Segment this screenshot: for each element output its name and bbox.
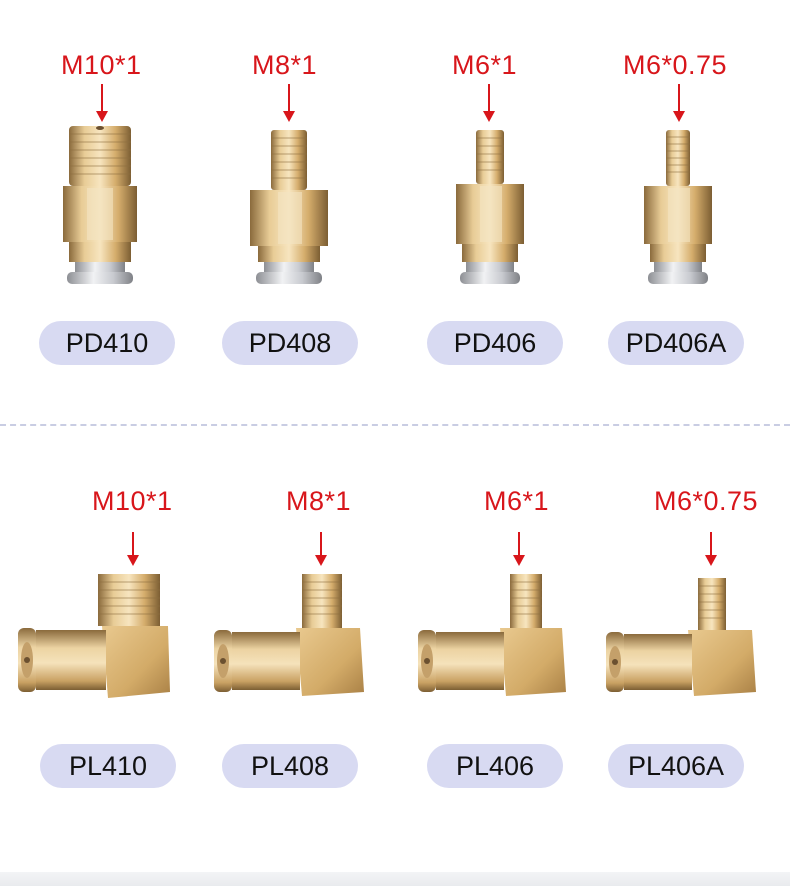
thread-label: M10*1 xyxy=(61,50,142,80)
fitting-item-pl410: M10*1 PL410 xyxy=(0,440,180,840)
model-pill: PL406 xyxy=(427,744,563,788)
model-pill: PL410 xyxy=(40,744,176,788)
elbow-fitting-image xyxy=(418,574,566,696)
fitting-item-pl406: M6*1 PL406 xyxy=(400,440,580,840)
model-pill: PL406A xyxy=(608,744,744,788)
elbow-fitting-image xyxy=(18,574,170,698)
model-label: PL410 xyxy=(68,750,148,781)
fitting-item-pl406a: M6*0.75 PL406A xyxy=(600,440,780,840)
elbow-fitting-image xyxy=(214,574,364,696)
red-arrow-icon xyxy=(127,532,139,566)
straight-fittings-section: M10*1 PD410 M8*1 xyxy=(0,0,790,420)
fitting-item-pl408: M8*1 PL408 xyxy=(200,440,380,840)
fitting-item-pd406: M6*1 PD406 xyxy=(400,0,580,400)
red-arrow-icon xyxy=(705,532,717,566)
thread-label: M10*1 xyxy=(92,486,173,516)
fitting-item-pd410: M10*1 PD410 xyxy=(15,0,195,400)
footer-band xyxy=(0,872,790,886)
red-arrow-icon xyxy=(283,84,295,122)
model-label: PD410 xyxy=(65,327,149,358)
straight-fitting-image xyxy=(250,130,328,284)
fitting-item-pd406a: M6*0.75 PD406A xyxy=(600,0,780,400)
thread-label: M8*1 xyxy=(286,486,352,516)
model-pill: PD406 xyxy=(427,321,563,365)
straight-fitting-image xyxy=(63,126,137,284)
model-label: PD406 xyxy=(453,327,537,358)
elbow-fitting-image xyxy=(606,578,756,696)
thread-label: M8*1 xyxy=(252,50,318,80)
section-divider xyxy=(0,424,790,426)
model-label: PD408 xyxy=(248,327,332,358)
model-pill: PD410 xyxy=(39,321,175,365)
model-pill: PD406A xyxy=(608,321,744,365)
fitting-item-pd408: M8*1 PD408 xyxy=(200,0,380,400)
straight-fitting-image xyxy=(644,130,712,284)
thread-label: M6*0.75 xyxy=(623,50,728,80)
red-arrow-icon xyxy=(673,84,685,122)
model-label: PL408 xyxy=(250,750,330,781)
model-pill: PD408 xyxy=(222,321,358,365)
model-label: PD406A xyxy=(625,327,727,358)
red-arrow-icon xyxy=(315,532,327,566)
thread-label: M6*0.75 xyxy=(654,486,759,516)
thread-label: M6*1 xyxy=(452,50,518,80)
red-arrow-icon xyxy=(483,84,495,122)
model-label: PL406A xyxy=(627,750,725,781)
model-label: PL406 xyxy=(455,750,535,781)
red-arrow-icon xyxy=(513,532,525,566)
elbow-fittings-section: M10*1 PL410 M8*1 xyxy=(0,440,790,860)
red-arrow-icon xyxy=(96,84,108,122)
straight-fitting-image xyxy=(456,130,524,284)
thread-label: M6*1 xyxy=(484,486,550,516)
model-pill: PL408 xyxy=(222,744,358,788)
